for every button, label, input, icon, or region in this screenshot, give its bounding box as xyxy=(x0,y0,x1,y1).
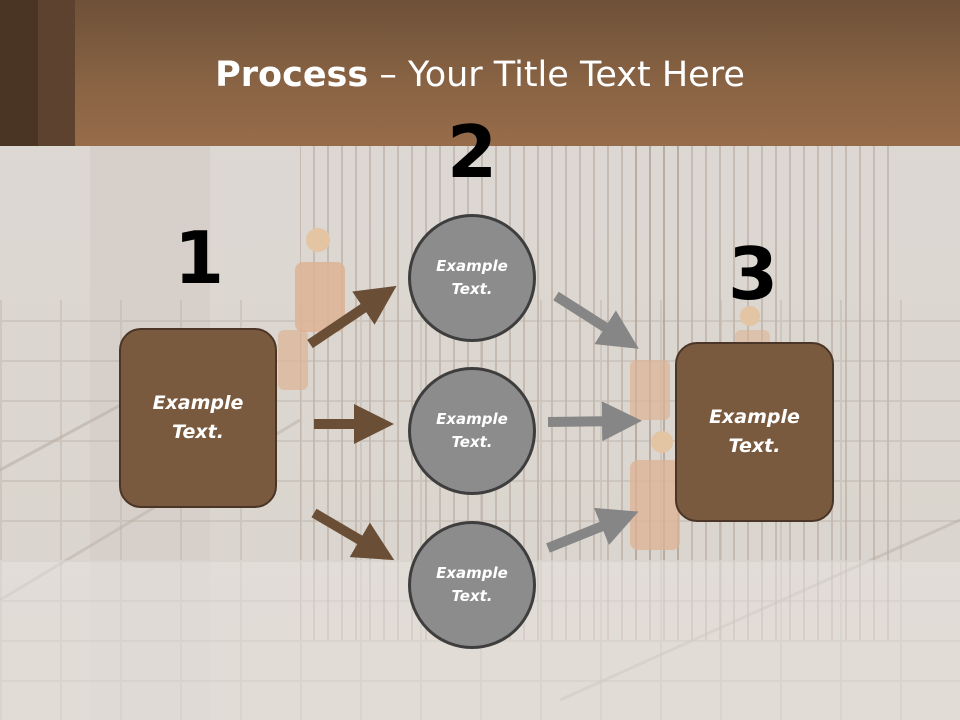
arrow-1-to-circle-top xyxy=(307,285,397,349)
slide-title-rest: – Your Title Text Here xyxy=(368,55,745,95)
arrow-1-to-circle-bottom xyxy=(311,508,395,561)
arrow-circle-middle-to-3 xyxy=(547,401,642,442)
step-1-label: Example Text. xyxy=(152,392,244,443)
arrow-circle-top-to-3 xyxy=(553,291,639,349)
step-number-1: 1 xyxy=(173,216,225,300)
step-2-circle-top-label: Example Text. xyxy=(436,257,508,298)
title-bar-accent-mid xyxy=(38,0,75,146)
step-number-2: 2 xyxy=(446,110,498,194)
step-1-box: Example Text. xyxy=(119,328,277,508)
title-bar xyxy=(0,0,960,146)
step-3-box: Example Text. xyxy=(675,342,834,522)
slide-title: Process – Your Title Text Here xyxy=(0,52,960,98)
step-number-3: 3 xyxy=(727,232,779,316)
step-2-circle-middle: Example Text. xyxy=(408,367,536,495)
step-2-circle-middle-label: Example Text. xyxy=(436,410,508,451)
step-2-circle-bottom-label: Example Text. xyxy=(436,564,508,605)
slide-title-bold: Process xyxy=(215,55,369,95)
arrow-circle-bottom-to-3 xyxy=(546,507,639,553)
step-2-circle-bottom: Example Text. xyxy=(408,521,536,649)
step-2-circle-top: Example Text. xyxy=(408,214,536,342)
title-bar-accent-dark xyxy=(0,0,38,146)
step-3-label: Example Text. xyxy=(709,406,800,457)
